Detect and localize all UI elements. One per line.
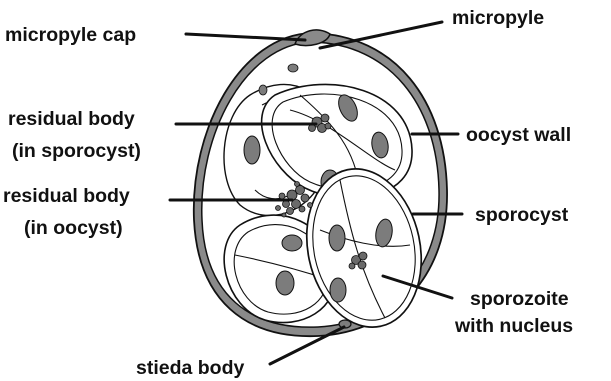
label-sporozoite-line1: sporozoite	[470, 288, 569, 310]
label-sporozoite-line2: with nucleus	[454, 315, 573, 337]
granule	[259, 85, 267, 95]
label-residual-body-sporocyst-line2: (in sporocyst)	[12, 140, 141, 162]
sporozoite-nucleus	[329, 225, 345, 251]
label-residual-body-oocyst-line2: (in oocyst)	[24, 217, 123, 239]
sporozoite-nucleus	[244, 136, 260, 164]
sporozoite-nucleus	[330, 278, 346, 302]
sporozoite-nucleus	[282, 235, 302, 251]
granule	[288, 64, 298, 72]
label-oocyst-wall: oocyst wall	[466, 124, 571, 146]
label-residual-body-oocyst-line1: residual body	[3, 185, 130, 207]
label-stieda-body: stieda body	[136, 357, 245, 379]
sporozoite-nucleus	[276, 271, 294, 295]
label-micropyle: micropyle	[452, 7, 544, 29]
label-micropyle-cap: micropyle cap	[5, 24, 136, 46]
label-residual-body-sporocyst-line1: residual body	[8, 108, 135, 130]
label-sporocyst: sporocyst	[475, 204, 569, 226]
